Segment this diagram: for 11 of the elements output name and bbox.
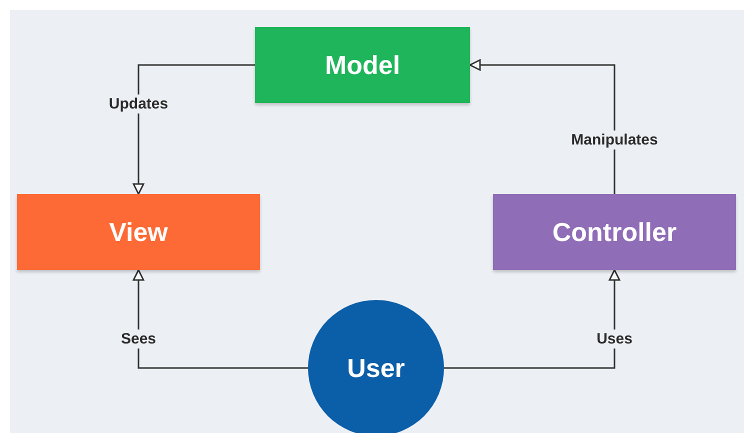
arrow [444, 269, 620, 369]
arrow [132, 64, 255, 195]
node-label: User [347, 352, 405, 384]
node-label: View [109, 216, 168, 248]
node-label: Controller [552, 216, 677, 248]
node-label: Model [324, 50, 400, 80]
component-box [17, 194, 260, 270]
arrow [469, 59, 616, 194]
arrow [132, 269, 308, 369]
component-box [255, 27, 470, 103]
component-box [493, 194, 736, 270]
